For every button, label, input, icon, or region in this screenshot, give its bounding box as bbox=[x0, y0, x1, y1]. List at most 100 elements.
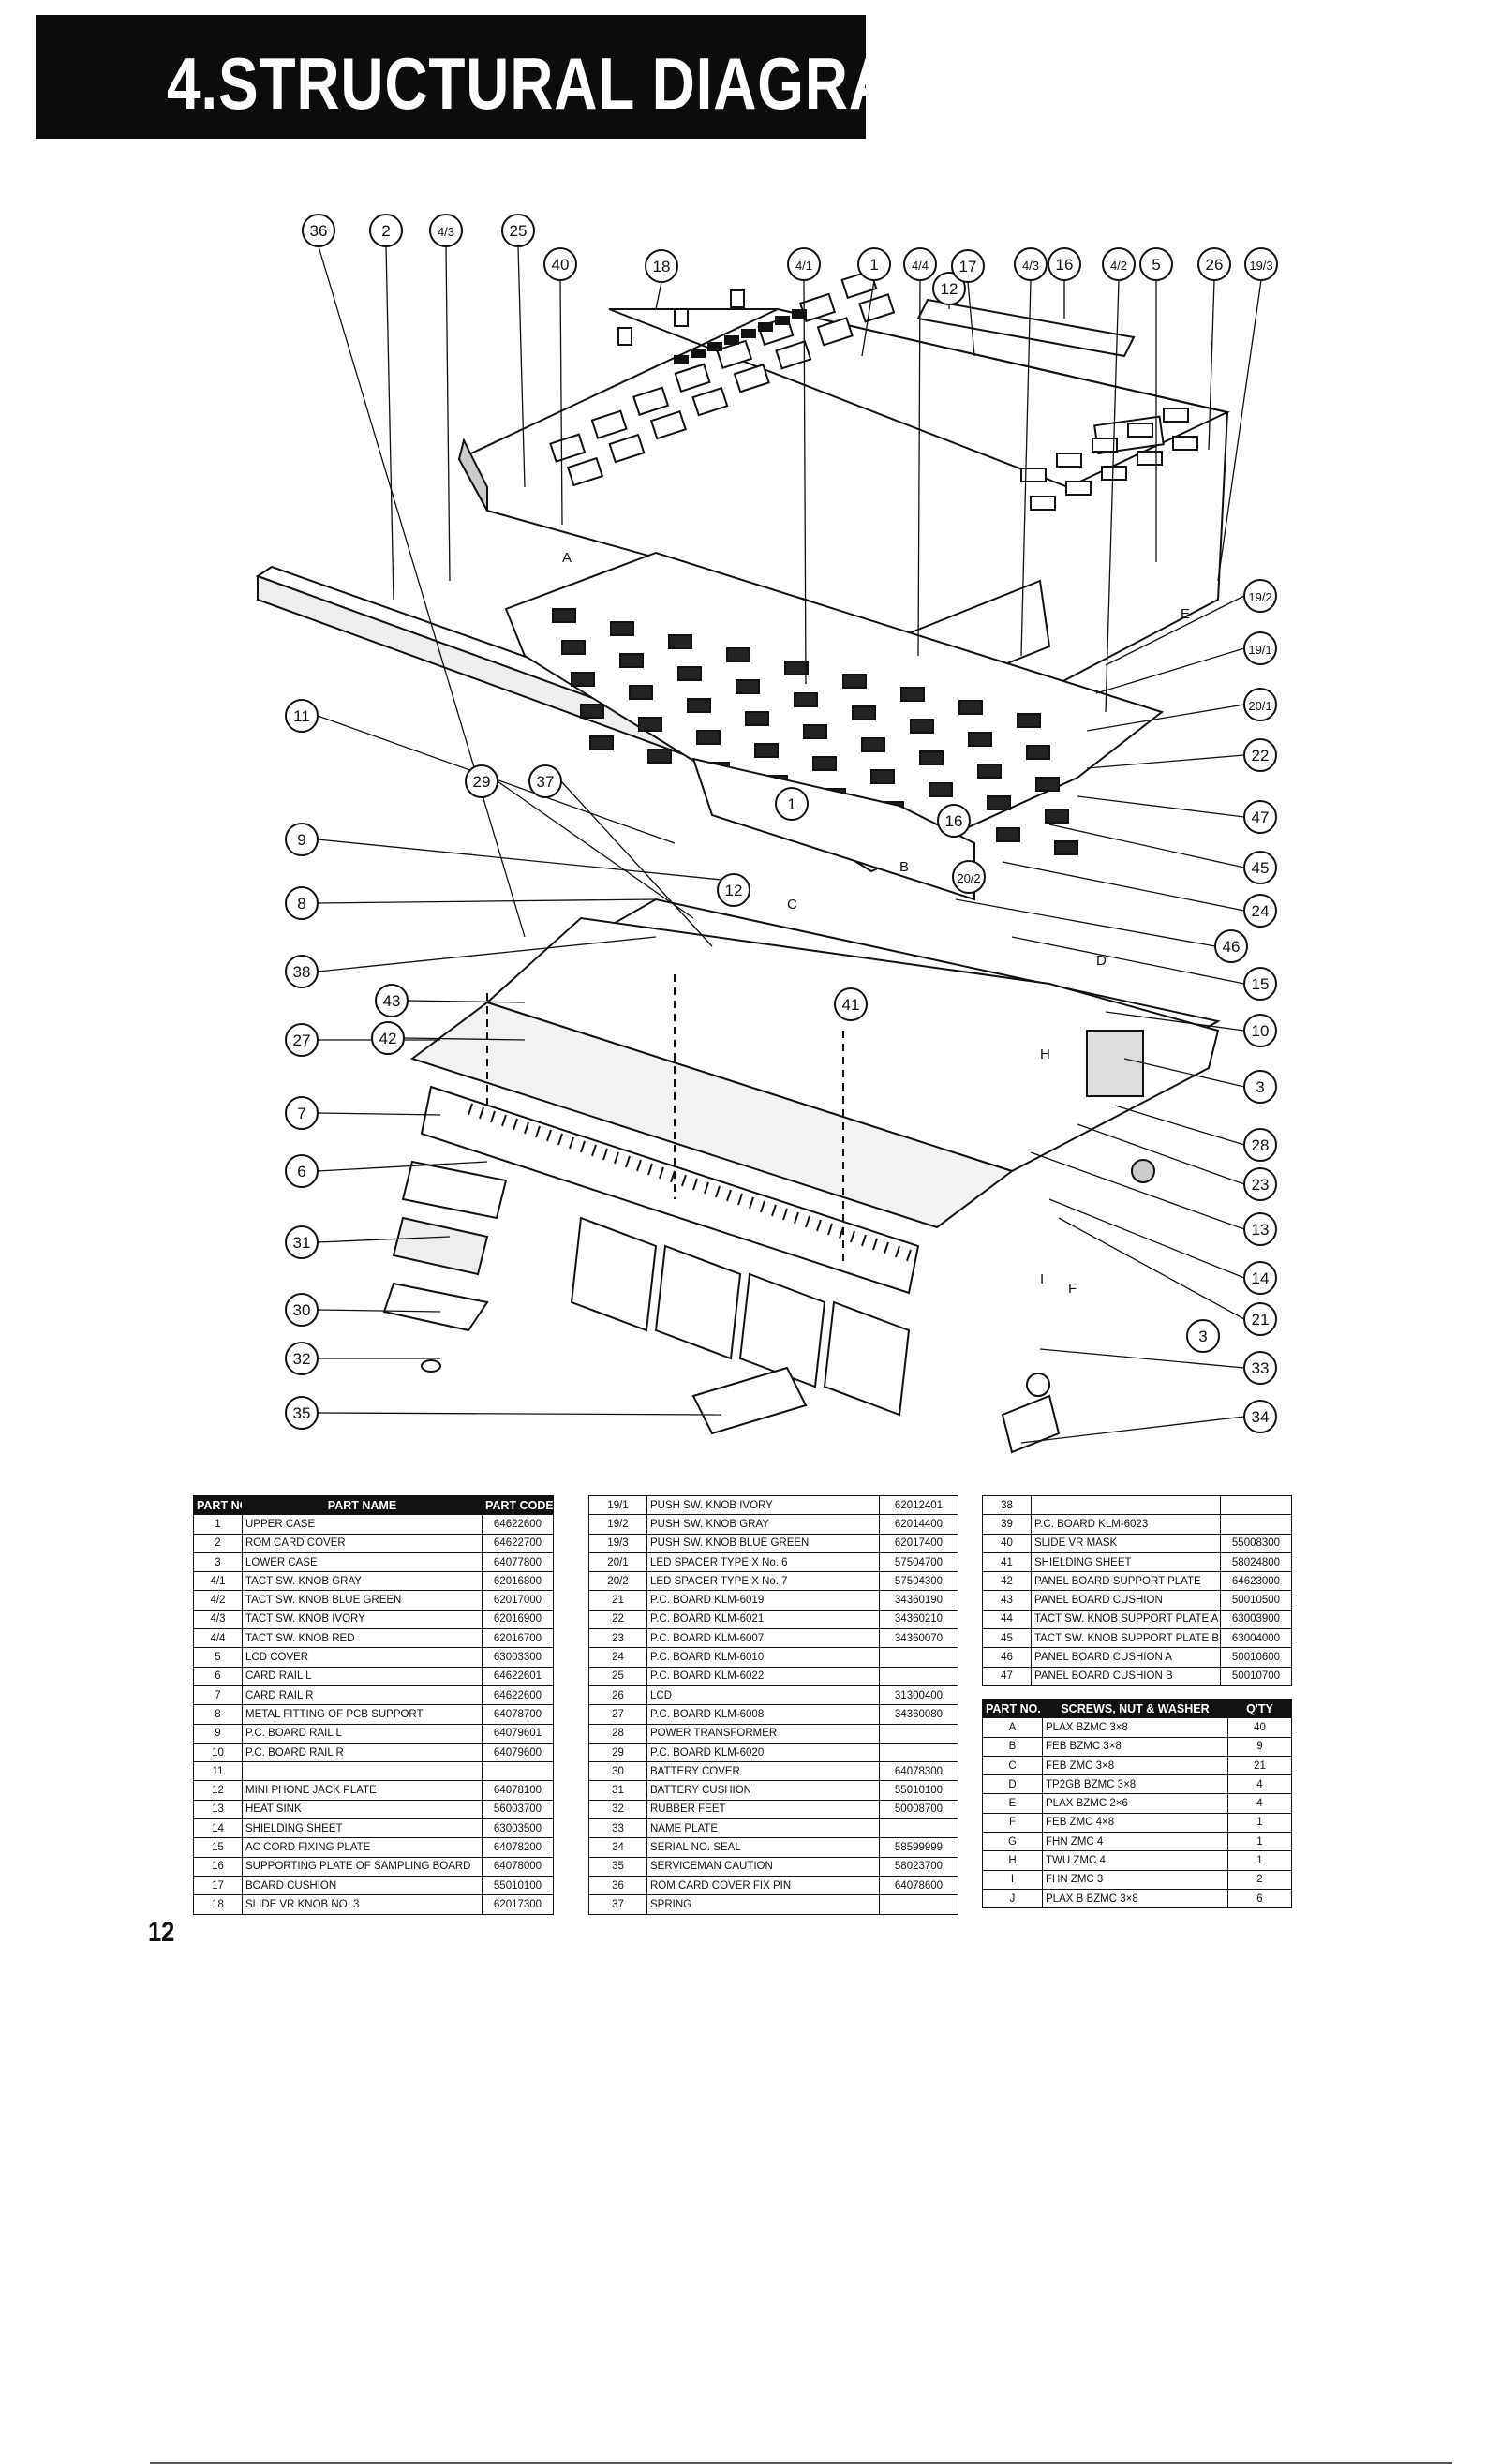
callout-circle bbox=[285, 1023, 319, 1057]
pad-key bbox=[715, 339, 753, 370]
connector-pin bbox=[557, 1133, 563, 1146]
part-name-cell: P.C. BOARD KLM-6020 bbox=[646, 1742, 880, 1763]
part-name-cell: CARD RAIL R bbox=[242, 1685, 483, 1706]
callout-number: 15 bbox=[1252, 975, 1270, 993]
callout-circle bbox=[1243, 851, 1277, 884]
part-name-cell: P.C. BOARD RAIL R bbox=[242, 1742, 483, 1763]
part-no-cell: B bbox=[982, 1736, 1043, 1757]
callout-19-1: 19/1 bbox=[1243, 631, 1277, 665]
battery-cover bbox=[382, 1282, 489, 1332]
callout-number: 10 bbox=[1252, 1022, 1270, 1040]
button-key bbox=[1172, 436, 1198, 451]
leader-line bbox=[1114, 1105, 1245, 1146]
part-code-cell: 4 bbox=[1227, 1793, 1292, 1814]
callout-number: 3 bbox=[1198, 1328, 1207, 1345]
callout-15: 15 bbox=[1243, 967, 1277, 1001]
connector-pin bbox=[906, 1249, 912, 1262]
callout-circle bbox=[1243, 894, 1277, 928]
part-no-cell: 8 bbox=[193, 1704, 243, 1725]
callout-circle bbox=[302, 214, 335, 247]
connector-pin bbox=[625, 1155, 631, 1168]
slider-slot bbox=[707, 342, 722, 351]
leader-line bbox=[445, 245, 451, 582]
callout-13: 13 bbox=[1243, 1212, 1277, 1246]
part-code-cell: 34360070 bbox=[879, 1628, 958, 1649]
callout-circle bbox=[1243, 1400, 1277, 1433]
pcb-component bbox=[589, 735, 614, 750]
part-no-cell: 28 bbox=[588, 1723, 647, 1744]
part-no-cell: 7 bbox=[193, 1685, 243, 1706]
connector-pin bbox=[827, 1223, 833, 1236]
callout-number: 26 bbox=[1206, 256, 1224, 274]
part-name-cell: AC CORD FIXING PLATE bbox=[242, 1837, 483, 1858]
connector-pin bbox=[513, 1118, 518, 1131]
callout-circle bbox=[1243, 1302, 1277, 1336]
callout-1: 1 bbox=[857, 247, 891, 281]
part-no-cell: 4/3 bbox=[193, 1609, 243, 1630]
leader-line bbox=[1077, 795, 1245, 818]
leader-line bbox=[1105, 279, 1120, 713]
part-code-cell: 63004000 bbox=[1220, 1628, 1292, 1649]
callout-14: 14 bbox=[1243, 1261, 1277, 1295]
callout-45: 45 bbox=[1243, 851, 1277, 884]
part-code-cell: 62016700 bbox=[482, 1628, 554, 1649]
pad-key bbox=[549, 433, 587, 463]
pcb-component bbox=[987, 795, 1011, 810]
part-name-cell: NAME PLATE bbox=[646, 1818, 880, 1839]
callout-number: 1 bbox=[869, 256, 878, 274]
pcb-component bbox=[919, 750, 944, 765]
callout-circle bbox=[1214, 929, 1248, 963]
part-no-cell: 46 bbox=[982, 1647, 1032, 1668]
pad-key bbox=[566, 456, 604, 487]
pcb-component bbox=[1045, 809, 1069, 824]
part-name-cell bbox=[1031, 1494, 1221, 1516]
pcb-component bbox=[638, 717, 662, 732]
connector-pin bbox=[681, 1174, 687, 1187]
page-number: 12 bbox=[148, 1917, 175, 1948]
part-name-cell: TACT SW. KNOB GRAY bbox=[242, 1571, 483, 1592]
callout-28: 28 bbox=[1243, 1128, 1277, 1162]
leader-line bbox=[1048, 1198, 1245, 1279]
part-code-cell: 62012401 bbox=[879, 1494, 958, 1516]
pcb-component bbox=[861, 737, 885, 752]
part-name-cell: PLAX BZMC 3×8 bbox=[1042, 1717, 1228, 1738]
callout-number: 19/1 bbox=[1248, 643, 1271, 657]
button-key bbox=[1092, 438, 1118, 453]
callout-number: 2 bbox=[381, 222, 390, 240]
part-name-cell: POWER TRANSFORMER bbox=[646, 1723, 880, 1744]
pcb-component bbox=[668, 634, 692, 649]
part-name-cell: TACT SW. KNOB BLUE GREEN bbox=[242, 1590, 483, 1611]
header-screw-name: SCREWS, NUT & WASHER bbox=[1042, 1698, 1228, 1719]
part-no-cell: 6 bbox=[193, 1666, 243, 1686]
callout-number: 37 bbox=[537, 773, 555, 791]
connector-pin bbox=[771, 1204, 777, 1217]
part-no-cell: 32 bbox=[588, 1799, 647, 1820]
slide-knob bbox=[617, 327, 632, 346]
callout-number: 34 bbox=[1252, 1408, 1270, 1426]
callout-number: 19/3 bbox=[1249, 259, 1272, 273]
callout-number: 45 bbox=[1252, 859, 1270, 877]
connector-pin bbox=[872, 1238, 878, 1251]
part-name-cell: ROM CARD COVER FIX PIN bbox=[646, 1875, 880, 1896]
callout-circle bbox=[285, 1225, 319, 1259]
pcb-component bbox=[736, 679, 760, 694]
pad-key bbox=[674, 363, 711, 393]
part-no-cell: 47 bbox=[982, 1666, 1032, 1686]
part-code-cell: 9 bbox=[1227, 1736, 1292, 1757]
part-no-cell: 35 bbox=[588, 1856, 647, 1877]
